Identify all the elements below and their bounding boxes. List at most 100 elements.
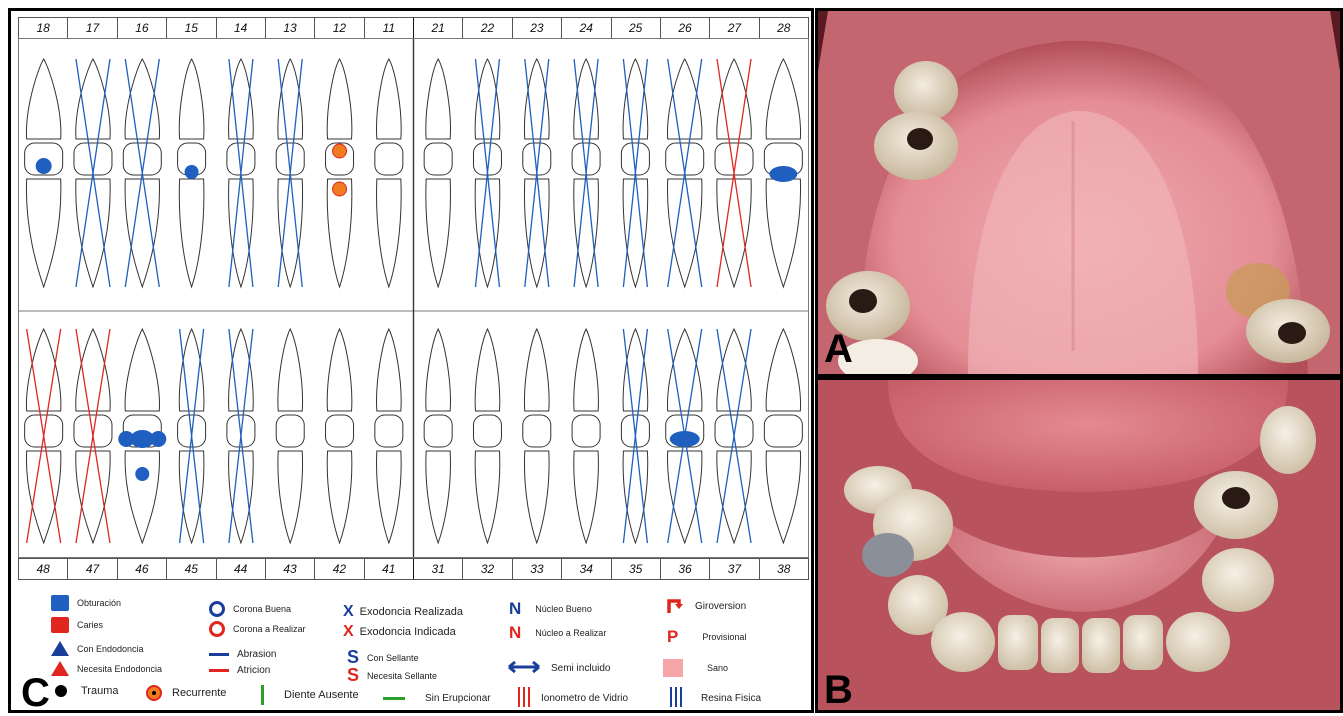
tooth-outline	[125, 451, 159, 543]
tooth-number: 46	[118, 559, 167, 579]
upper-jaw-illustration	[818, 11, 1340, 374]
square-icon	[51, 617, 69, 633]
tooth-outline	[766, 451, 800, 543]
tooth-number: 23	[513, 18, 562, 38]
tooth-number: 11	[365, 18, 414, 38]
legend-semi-incluido: Semi incluido	[507, 661, 610, 676]
tooth-number: 27	[710, 18, 759, 38]
odontogram-chart	[18, 38, 809, 558]
tooth-outline	[475, 329, 500, 411]
legend-nucleo-a-realizar: N Núcleo a Realizar	[509, 623, 606, 643]
legend-ionometro-de-vidrio: Ionometro de Vidrio	[517, 687, 628, 710]
n-icon: N	[509, 599, 521, 619]
legend-sano: Sano	[663, 659, 728, 677]
x-icon: X	[343, 623, 354, 641]
square-icon	[51, 595, 69, 611]
tooth-number: 33	[513, 559, 562, 579]
tooth-outline	[76, 451, 110, 543]
x-icon: X	[343, 603, 354, 621]
tooth-outline	[572, 415, 600, 447]
tooth-number: 41	[365, 559, 414, 579]
tooth-outline	[76, 329, 110, 411]
bars-icon	[517, 687, 531, 710]
tooth-outline	[426, 179, 451, 287]
tooth-number: 36	[661, 559, 710, 579]
tooth-outline	[475, 451, 500, 543]
tooth-number: 14	[217, 18, 266, 38]
caries-mark	[333, 144, 347, 158]
circle-icon	[55, 685, 67, 697]
tooth-outline	[715, 415, 753, 447]
tooth-outline	[424, 415, 452, 447]
tooth-number: 47	[68, 559, 117, 579]
legend-atricion: Atricion	[209, 665, 270, 676]
legend-exodoncia-realizada: X Exodoncia Realizada	[343, 603, 463, 621]
square-icon	[663, 659, 683, 677]
tooth-outline	[229, 59, 254, 139]
legend-necesita-sellante: S Necesita Sellante	[347, 665, 437, 686]
tooth-outline	[524, 329, 549, 411]
tooth-outline	[523, 415, 551, 447]
tooth-outline	[524, 451, 549, 543]
tooth-outline	[668, 59, 702, 139]
legend-diente-ausente: Diente Ausente	[261, 685, 359, 705]
tooth-outline	[623, 179, 648, 287]
tooth-outline	[623, 329, 648, 411]
tooth-number: 24	[562, 18, 611, 38]
turn-arrow-icon	[665, 595, 685, 618]
tooth-number: 25	[612, 18, 661, 38]
tooth-number: 34	[562, 559, 611, 579]
triangle-icon	[51, 661, 69, 676]
tooth-outline	[76, 179, 110, 287]
bars-icon	[669, 687, 683, 710]
legend-exodoncia-indicada: X Exodoncia Indicada	[343, 623, 456, 641]
legend-corona-buena: Corona Buena	[209, 601, 291, 617]
tooth-outline	[668, 329, 702, 411]
tooth-outline	[125, 329, 159, 411]
triangle-icon	[51, 641, 69, 656]
tooth-number: 45	[167, 559, 216, 579]
tooth-outline	[375, 143, 403, 175]
tooth-outline	[475, 179, 500, 287]
tooth-outline	[426, 329, 451, 411]
tooth-number: 38	[760, 559, 808, 579]
tooth-outline	[475, 59, 500, 139]
tooth-number: 32	[463, 559, 512, 579]
legend-recurrente: Recurrente	[146, 685, 226, 701]
tooth-number: 48	[19, 559, 68, 579]
tooth-outline	[229, 451, 254, 543]
tooth-outline	[229, 329, 254, 411]
tooth-outline	[574, 451, 599, 543]
recurrente-icon	[146, 685, 162, 701]
filling-mark	[36, 158, 52, 174]
filling-mark	[670, 431, 700, 447]
legend-provisional: P Provisional	[667, 627, 746, 647]
tooth-outline	[377, 59, 402, 139]
tooth-outline	[524, 179, 549, 287]
tooth-number: 12	[315, 18, 364, 38]
tooth-outline	[473, 415, 501, 447]
tooth-outline	[74, 415, 112, 447]
ring-icon	[209, 621, 225, 637]
tooth-outline	[179, 329, 204, 411]
tooth-outline	[327, 329, 352, 411]
tooth-number: 35	[612, 559, 661, 579]
p-icon: P	[667, 627, 678, 647]
tooth-outline	[524, 59, 549, 139]
double-arrow-icon	[507, 661, 541, 676]
legend-nucleo-bueno: N Núcleo Bueno	[509, 599, 592, 619]
tooth-outline	[278, 59, 303, 139]
tooth-outline	[327, 451, 352, 543]
legend-corona-a-realizar: Corona a Realizar	[209, 621, 306, 637]
legend: Obturación Caries Con Endodoncia Necesit…	[11, 587, 811, 712]
odontogram-panel: 18171615141312112122232425262728 4847464…	[8, 8, 814, 713]
ring-icon	[209, 601, 225, 617]
tooth-outline	[179, 179, 204, 287]
tooth-outline	[125, 59, 159, 139]
tooth-outline	[278, 179, 303, 287]
lower-jaw-photo: B	[815, 377, 1343, 713]
tooth-number: 31	[414, 559, 463, 579]
tooth-number: 22	[463, 18, 512, 38]
tooth-number: 42	[315, 559, 364, 579]
